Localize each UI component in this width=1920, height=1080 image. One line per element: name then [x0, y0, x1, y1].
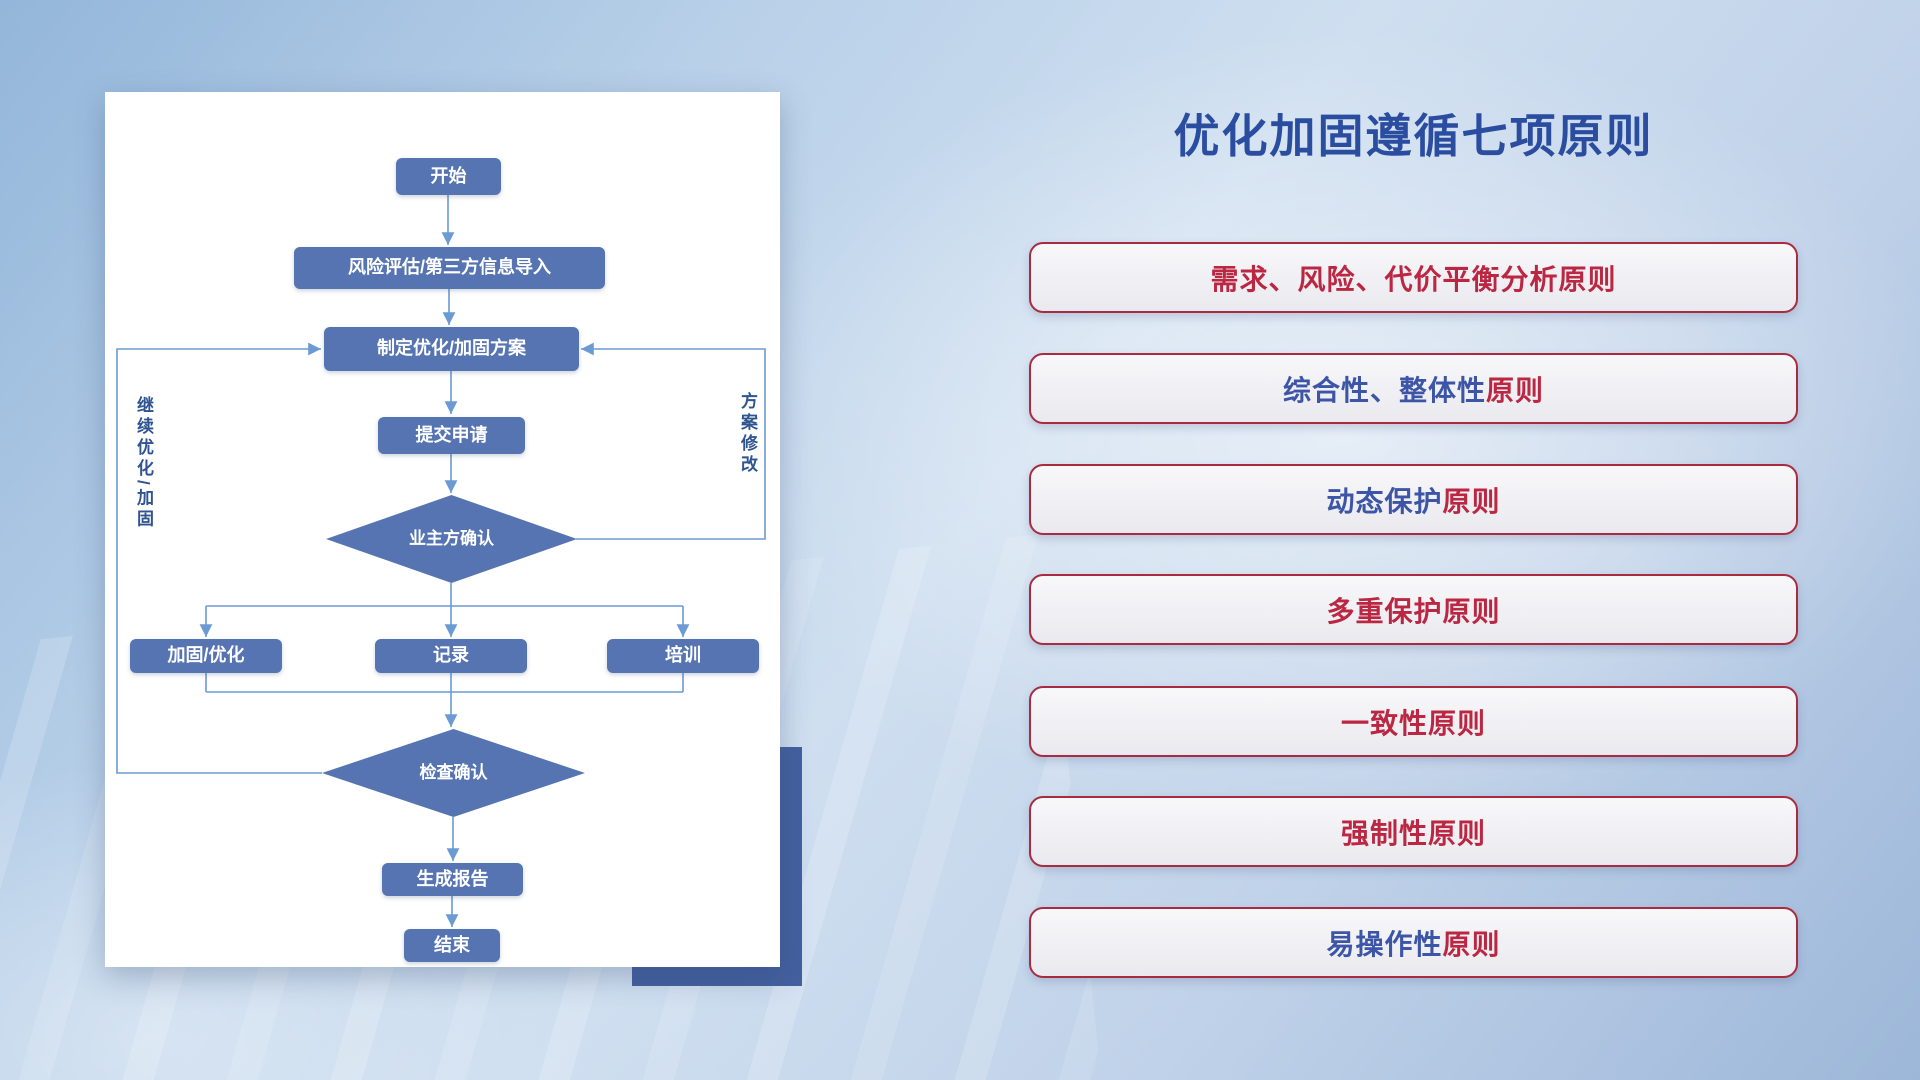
principle-text: 综合性、整体性: [1282, 374, 1486, 406]
principle-pill-1: 需求、风险、代价平衡分析原则: [1029, 242, 1798, 313]
loop-label-plan-revision: 方案修改: [738, 392, 757, 476]
flow-node-report: 生成报告: [382, 863, 523, 896]
flow-node-make-plan: 制定优化/加固方案: [324, 327, 579, 371]
principle-text: 多重保护原则: [1326, 595, 1501, 627]
principle-text: 原则: [1486, 374, 1545, 406]
principle-pill-2: 综合性、整体性原则: [1029, 353, 1798, 424]
loop-label-continue-optimize: 继续优化/加固: [134, 396, 153, 531]
principle-pill-6: 强制性原则: [1029, 796, 1798, 867]
principle-text: 原则: [1442, 928, 1501, 960]
flow-node-training: 培训: [607, 639, 759, 673]
flow-node-risk-import: 风险评估/第三方信息导入: [294, 247, 605, 289]
principle-text: 一致性原则: [1340, 707, 1486, 739]
flow-node-start: 开始: [396, 158, 501, 195]
page-title: 优化加固遵循七项原则: [1173, 110, 1654, 162]
flow-node-end: 结束: [404, 929, 500, 962]
flow-node-record: 记录: [375, 639, 527, 673]
principle-pill-4: 多重保护原则: [1029, 574, 1798, 645]
flow-node-submit: 提交申请: [378, 417, 525, 454]
principle-text: 需求、风险、代价平衡分析原则: [1210, 263, 1617, 295]
flow-node-harden: 加固/优化: [130, 639, 282, 673]
principle-text: 动态保护: [1326, 485, 1443, 517]
flowchart-card: 开始 风险评估/第三方信息导入 制定优化/加固方案 提交申请 业主方确认 加固/…: [105, 92, 780, 967]
principle-pill-3: 动态保护原则: [1029, 464, 1798, 535]
principle-text: 易操作性: [1326, 928, 1443, 960]
principle-text: 原则: [1442, 485, 1501, 517]
principle-pill-5: 一致性原则: [1029, 686, 1798, 757]
flowchart-connectors: [116, 195, 766, 927]
principle-pill-7: 易操作性原则: [1029, 907, 1798, 978]
principle-text: 强制性原则: [1340, 817, 1486, 849]
